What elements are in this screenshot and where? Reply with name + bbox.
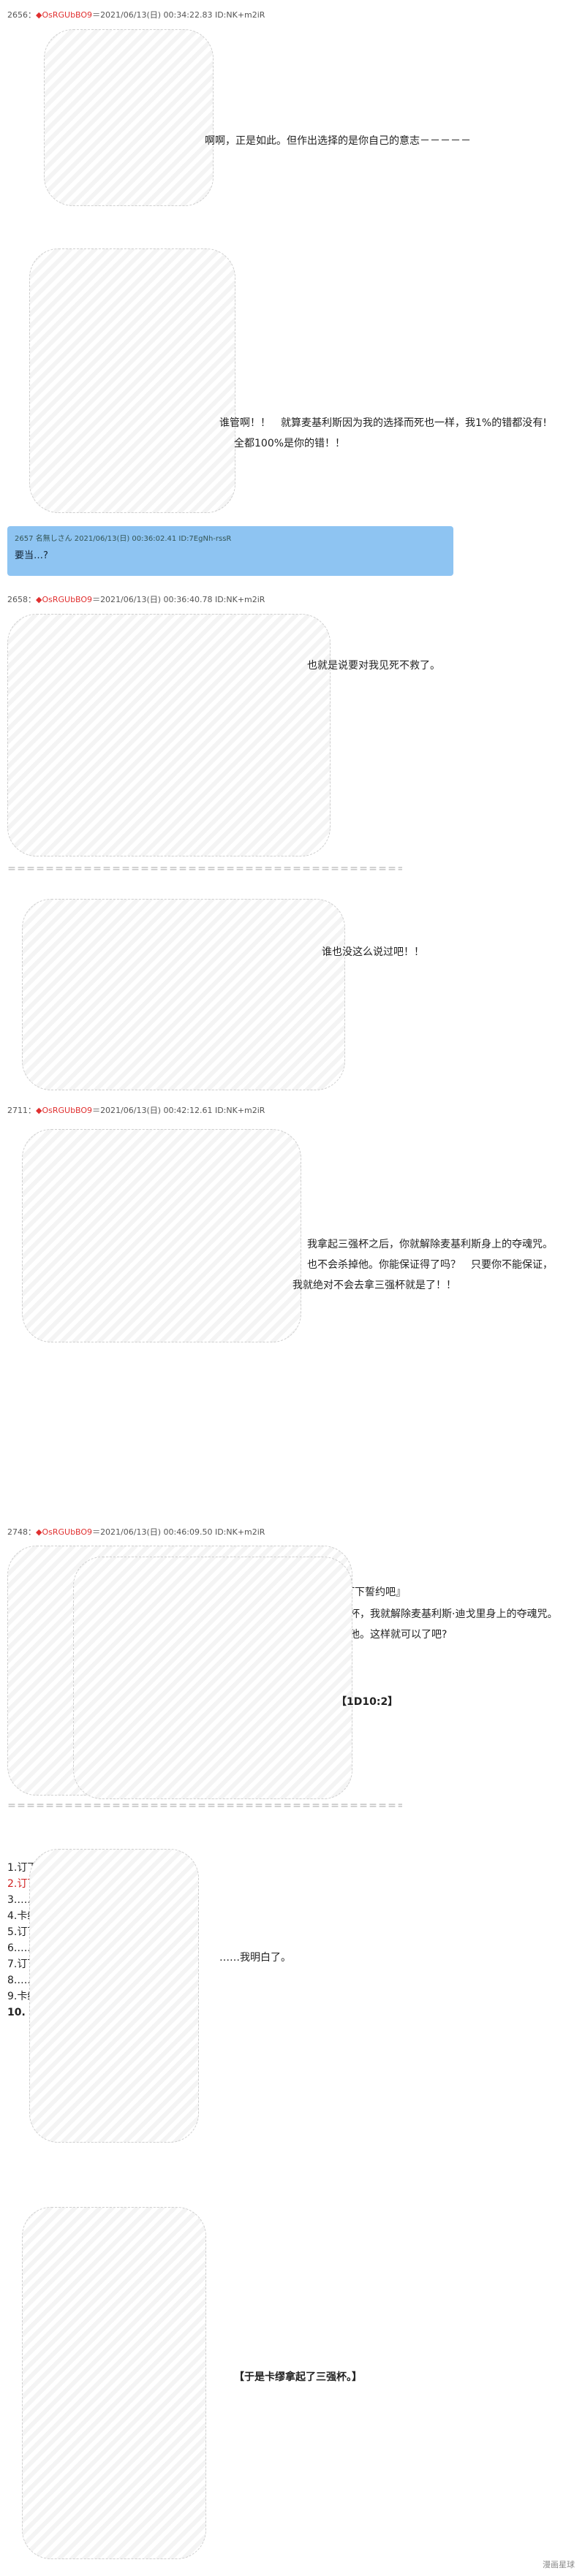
ascii-art-character-4 [22,899,345,1090]
post-date: 2021/06/13(日) 00:34:22.83 [100,10,213,20]
post-header-1: 2656：◆OsRGUbBO9＝2021/06/13(日) 00:34:22.8… [7,10,265,20]
dice-roll-label: 【1D10:2】 [336,1696,399,1708]
dialogue-line: 谁也没这么说过吧！！ [322,946,424,958]
dialogue-line: 也就是说要对我见死不救了。 [307,660,440,672]
post-id: ID:NK+m2iR [214,595,265,604]
poster-name: ◆OsRGUbBO9 [36,1106,93,1115]
post-header-3: 2711：◆OsRGUbBO9＝2021/06/13(日) 00:42:12.6… [7,1106,265,1115]
reply-header: 2657 名無しさん 2021/06/13(日) 00:36:02.41 ID:… [15,535,232,543]
separator-line: ＝＝＝＝＝＝＝＝＝＝＝＝＝＝＝＝＝＝＝＝＝＝＝＝＝＝＝＝＝＝＝＝＝＝＝＝＝＝＝＝… [7,864,402,874]
ascii-art-character-2 [29,248,235,513]
dialogue-line: 全都100%是你的错！！ [234,438,346,449]
dialogue-line: 也不会杀掉他。你能保证得了吗？ 只要你不能保证， [307,1259,553,1271]
ascii-art-character-dice [73,1557,352,1799]
post-number: 2656 [7,10,28,20]
watermark: 漫画星球 [543,2560,575,2569]
post-date: 2021/06/13(日) 00:46:09.50 [100,1527,213,1537]
ascii-art-character-5 [22,1129,301,1342]
dialogue-line: 谁管啊！！ 就算麦基利斯因为我的选择而死也一样，我1%的错都没有! [219,417,547,429]
poster-name: ◆OsRGUbBO9 [36,1527,93,1537]
post-date: 2021/06/13(日) 00:36:40.78 [100,595,213,604]
post-id: ID:NK+m2iR [214,1106,265,1115]
poster-name: ◆OsRGUbBO9 [36,10,93,20]
narration-line: 【于是卡缪拿起了三强杯。】 [234,2371,362,2383]
reply-text: 要当…? [15,550,48,561]
dialogue-line: 我拿起三强杯之后，你就解除麦基利斯身上的夺魂咒。 [307,1239,553,1250]
post-number: 2658 [7,595,28,604]
separator-line: ＝＝＝＝＝＝＝＝＝＝＝＝＝＝＝＝＝＝＝＝＝＝＝＝＝＝＝＝＝＝＝＝＝＝＝＝＝＝＝＝… [7,1801,402,1811]
post-header-4: 2748：◆OsRGUbBO9＝2021/06/13(日) 00:46:09.5… [7,1527,265,1537]
poster-name: ◆OsRGUbBO9 [36,595,93,604]
post-number: 2711 [7,1106,28,1115]
ascii-art-cup [22,2207,206,2559]
dialogue-line: 啊啊，正是如此。但作出选择的是你自己的意志－－－－－ [205,135,471,147]
post-number: 2748 [7,1527,28,1537]
post-header-2: 2658：◆OsRGUbBO9＝2021/06/13(日) 00:36:40.7… [7,595,265,604]
ascii-art-character-3 [7,614,331,856]
ascii-art-character-7 [29,1849,199,2143]
dialogue-line: 我就绝对不会去拿三强杯就是了！！ [292,1280,456,1291]
post-id: ID:NK+m2iR [214,1527,265,1537]
post-id: ID:NK+m2iR [214,10,265,20]
dialogue-line: ……我明白了。 [219,1952,291,1964]
ascii-art-character-1 [44,29,214,206]
post-date: 2021/06/13(日) 00:42:12.61 [100,1106,213,1115]
reply-post: 2657 名無しさん 2021/06/13(日) 00:36:02.41 ID:… [7,526,453,576]
